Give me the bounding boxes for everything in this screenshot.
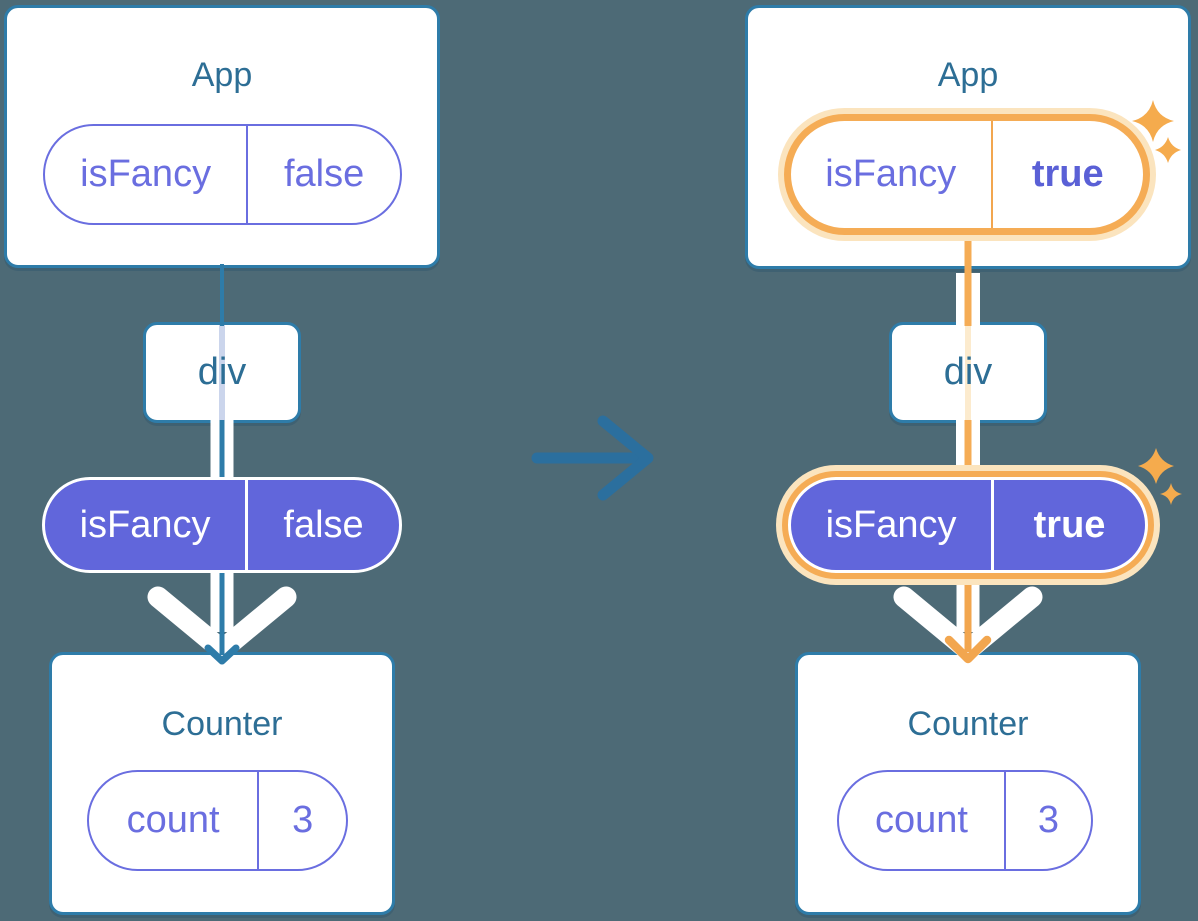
left-counter-component-box: Counter	[49, 652, 395, 915]
right-app-component-box: App	[745, 5, 1191, 269]
left-app-title: App	[191, 56, 253, 94]
left-counter-title: Counter	[161, 705, 283, 743]
right-counter-component-box: Counter	[795, 652, 1141, 915]
right-div-component-box: div	[889, 322, 1047, 423]
left-div-label: div	[197, 351, 247, 393]
left-div-passthrough-line	[219, 325, 225, 420]
right-div-passthrough-line	[965, 325, 971, 420]
right-div-label: div	[943, 351, 993, 393]
left-app-component-box: App	[4, 5, 440, 268]
right-app-title: App	[937, 56, 999, 94]
left-div-component-box: div	[143, 322, 301, 423]
right-counter-title: Counter	[907, 705, 1029, 743]
